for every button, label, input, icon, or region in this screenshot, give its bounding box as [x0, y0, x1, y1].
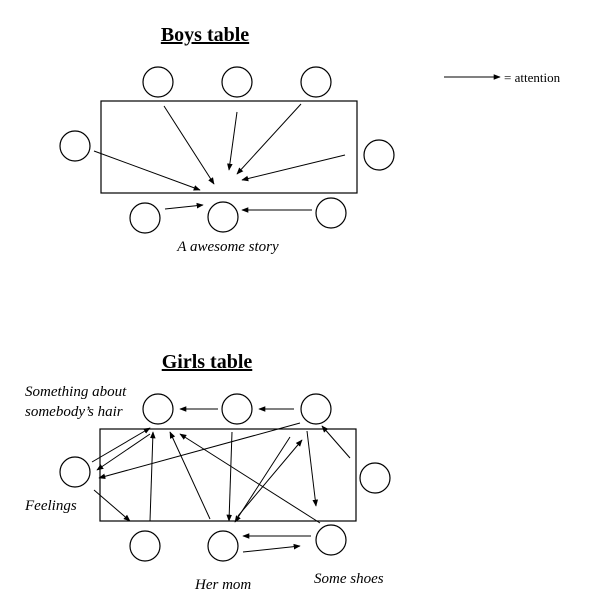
attention-arrow	[227, 111, 238, 171]
boys-arrows	[93, 103, 346, 213]
attention-arrow	[241, 154, 346, 182]
attention-arrow	[234, 436, 291, 523]
attention-arrow	[149, 431, 156, 522]
girls-table-title: Girls table	[162, 351, 253, 373]
legend-text: = attention	[504, 70, 561, 85]
boys-topic-label: A awesome story	[176, 239, 279, 255]
boys-seat	[59, 130, 91, 162]
attention-arrow	[169, 431, 211, 520]
boys-table-title: Boys table	[161, 24, 249, 46]
boys-seat	[221, 66, 253, 98]
attention-arrow	[98, 422, 301, 480]
label-mom: Her mom	[194, 577, 251, 593]
girls-seat	[359, 462, 391, 494]
attention-arrow	[93, 150, 201, 191]
attention-arrow	[306, 430, 319, 507]
attention-arrow	[91, 427, 151, 463]
attention-arrow	[237, 439, 303, 517]
legend: = attention	[444, 70, 561, 85]
girls-seat	[221, 393, 253, 425]
attention-arrow	[321, 425, 351, 459]
boys-seat	[363, 139, 395, 171]
label-hair-line2: somebody’s hair	[25, 404, 123, 420]
attention-arrow	[236, 103, 302, 175]
attention-arrow	[226, 431, 233, 522]
attention-arrow	[163, 105, 215, 185]
boys-seat-storyteller	[207, 201, 239, 233]
attention-arrow	[96, 433, 151, 471]
attention-arrow	[93, 489, 131, 522]
boys-seat	[129, 202, 161, 234]
attention-arrow	[179, 433, 321, 524]
girls-seat-shoes	[315, 524, 347, 556]
girls-arrows	[91, 406, 351, 553]
boys-seat	[142, 66, 174, 98]
girls-seat-mom	[207, 530, 239, 562]
label-shoes: Some shoes	[314, 571, 384, 587]
attention-arrow	[242, 543, 301, 553]
boys-seat	[315, 197, 347, 229]
boys-seat	[300, 66, 332, 98]
girls-topic-labels: Something about somebody’s hair Feelings…	[24, 384, 384, 593]
boys-section: Boys table A awesome story	[59, 24, 395, 255]
boys-table	[100, 100, 358, 194]
girls-seat	[300, 393, 332, 425]
label-hair-line1: Something about	[25, 384, 127, 400]
girls-seat-hair	[142, 393, 174, 425]
girls-section: Girls table	[24, 351, 391, 593]
girls-seat	[129, 530, 161, 562]
girls-seat-feelings	[59, 456, 91, 488]
attention-arrow	[164, 202, 204, 210]
label-feelings: Feelings	[24, 498, 77, 514]
